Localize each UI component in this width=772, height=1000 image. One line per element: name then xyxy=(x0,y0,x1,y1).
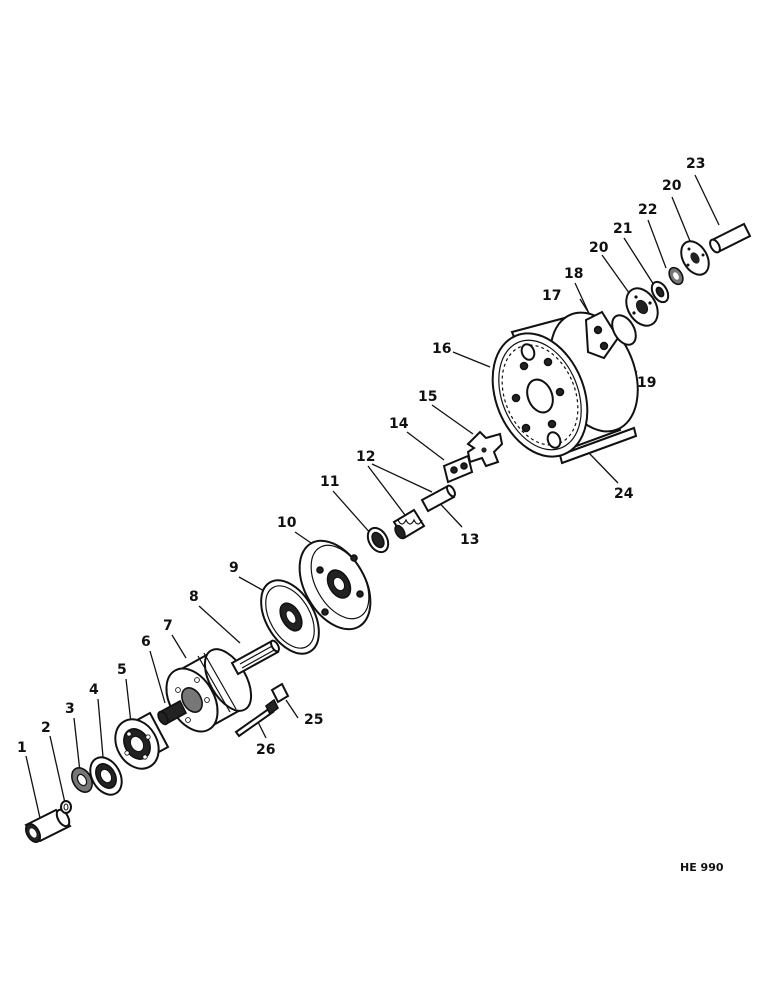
part-8-shaft xyxy=(230,639,280,676)
label-14: 14 xyxy=(389,416,409,432)
part-12-spring xyxy=(392,508,426,540)
label-23: 23 xyxy=(686,156,705,172)
part-17-18-19-bracket xyxy=(584,310,637,360)
label-20-upper: 20 xyxy=(662,178,682,194)
label-24: 24 xyxy=(614,486,634,502)
label-25: 25 xyxy=(304,712,323,728)
part-21-bearing xyxy=(650,280,670,304)
part-3-bearing xyxy=(71,767,93,793)
label-26: 26 xyxy=(256,742,275,758)
part-4-seal xyxy=(89,756,123,796)
label-8: 8 xyxy=(189,589,199,605)
part-10-pressure-plate xyxy=(298,539,372,631)
label-10: 10 xyxy=(277,515,297,531)
part-2-ring xyxy=(60,800,72,814)
label-3: 3 xyxy=(65,701,75,717)
part-7-clutch-housing xyxy=(165,648,253,733)
part-13-pin xyxy=(420,484,456,513)
part-5-flange-hub xyxy=(114,711,170,770)
part-20-flange-plate-upper xyxy=(680,240,710,276)
label-9: 9 xyxy=(229,560,239,576)
part-6-splined-shaft xyxy=(157,699,188,726)
label-12: 12 xyxy=(356,449,375,465)
label-15: 15 xyxy=(418,389,437,405)
part-9-clutch-disc xyxy=(260,579,320,655)
reference-code: HE 990 xyxy=(680,861,724,874)
label-21: 21 xyxy=(613,221,632,237)
part-16-pulley xyxy=(491,311,639,458)
part-14-cam xyxy=(442,454,474,484)
label-16: 16 xyxy=(432,341,451,357)
part-25-screw xyxy=(270,682,290,704)
label-2: 2 xyxy=(41,720,51,736)
part-1-tube xyxy=(24,808,72,843)
label-18: 18 xyxy=(564,266,583,282)
label-22: 22 xyxy=(638,202,657,218)
label-1: 1 xyxy=(17,740,27,756)
part-20-flange-plate-lower xyxy=(625,287,659,327)
part-23-pin xyxy=(709,222,752,254)
label-20-lower: 20 xyxy=(589,240,609,256)
label-11: 11 xyxy=(320,474,339,490)
label-13: 13 xyxy=(460,532,479,548)
label-19: 19 xyxy=(637,375,656,391)
part-15-cross-plate xyxy=(466,430,504,468)
label-6: 6 xyxy=(141,634,151,650)
part-22-ring xyxy=(668,266,684,286)
callout-labels: 1 2 3 4 5 6 7 8 9 10 11 12 13 14 15 16 1… xyxy=(17,156,705,758)
label-5: 5 xyxy=(117,662,127,678)
part-26-bolt xyxy=(234,698,280,738)
label-17: 17 xyxy=(542,288,561,304)
label-7: 7 xyxy=(163,618,173,634)
part-11-bearing xyxy=(366,526,390,554)
label-4: 4 xyxy=(89,682,99,698)
